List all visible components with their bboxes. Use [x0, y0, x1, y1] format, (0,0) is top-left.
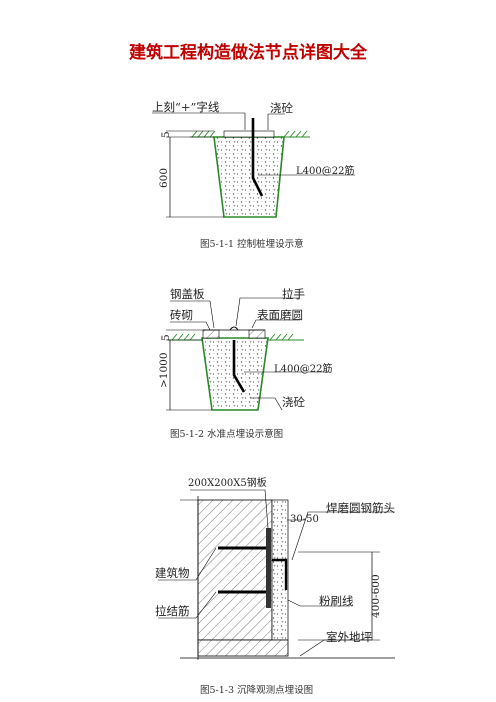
label-ground: 室外地坪: [326, 630, 372, 644]
label-height: 400-600: [370, 574, 382, 618]
label-dim-height-2: >1000: [158, 352, 170, 388]
figure-1-caption: 图5-1-1 控制桩埋设示意: [200, 239, 304, 250]
figure-3-caption: 图5-1-3 沉降观测点埋设图: [200, 685, 314, 696]
label-rebar-2: L400@22筋: [274, 364, 333, 375]
label-concrete: 浇砼: [270, 101, 293, 115]
label-mark: 上刻“+”字线: [152, 100, 220, 114]
figure-2-caption: 图5-1-2 水准点埋设示意图: [170, 429, 284, 440]
label-building: 建筑物: [155, 566, 190, 580]
label-brick: 砖砌: [170, 308, 193, 322]
figure-3-drawing: [158, 489, 395, 660]
label-surface: 表面磨圆: [257, 308, 303, 322]
label-concrete-2: 浇砼: [282, 395, 305, 409]
label-rebar: L400@22筋: [296, 166, 355, 177]
label-gap: 30-50: [290, 514, 319, 525]
label-plaster: 粉刷线: [319, 594, 354, 608]
page-title: 建筑工程构造做法节点详图大全: [129, 43, 367, 63]
figure-2-drawing: [166, 297, 330, 411]
figure-1-drawing: [152, 112, 355, 218]
label-dim-height: 600: [158, 167, 170, 188]
label-tie: 拉结筋: [155, 604, 190, 618]
label-dim-top: 5: [160, 131, 172, 138]
label-plate: 200X200X5钢板: [188, 478, 267, 489]
label-handle: 拉手: [282, 287, 305, 301]
label-weld: 焊磨圆钢筋头: [326, 501, 395, 515]
label-dim-top-2: 5: [160, 334, 172, 341]
label-cover: 钢盖板: [170, 287, 205, 301]
